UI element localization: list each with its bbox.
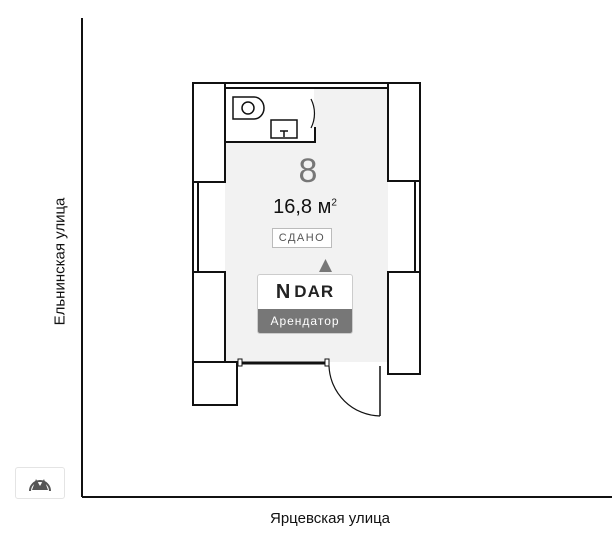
street-label-left: Ельнинская улица (51, 197, 69, 326)
status-badge: СДАНО (272, 228, 332, 248)
area-unit-sup: 2 (331, 197, 337, 209)
toilet-icon (232, 96, 265, 120)
tenant-label: Арендатор (258, 309, 352, 333)
door-arc (328, 365, 381, 417)
wall-right-top (387, 82, 421, 182)
bathroom-door-arc (310, 98, 316, 129)
unit-area: 16,8 м2 (250, 196, 360, 219)
window-right (414, 180, 421, 273)
wall-left-top (192, 82, 226, 183)
triangle-up-icon (319, 259, 332, 272)
area-value: 16,8 м (273, 196, 332, 218)
street-label-bottom: Ярцевская улица (270, 510, 390, 527)
unit-8[interactable] (192, 82, 421, 417)
metro-icon (15, 467, 65, 499)
logo-text: DAR (294, 282, 335, 301)
unit-number: 8 (298, 152, 318, 190)
sink-icon (270, 119, 298, 139)
